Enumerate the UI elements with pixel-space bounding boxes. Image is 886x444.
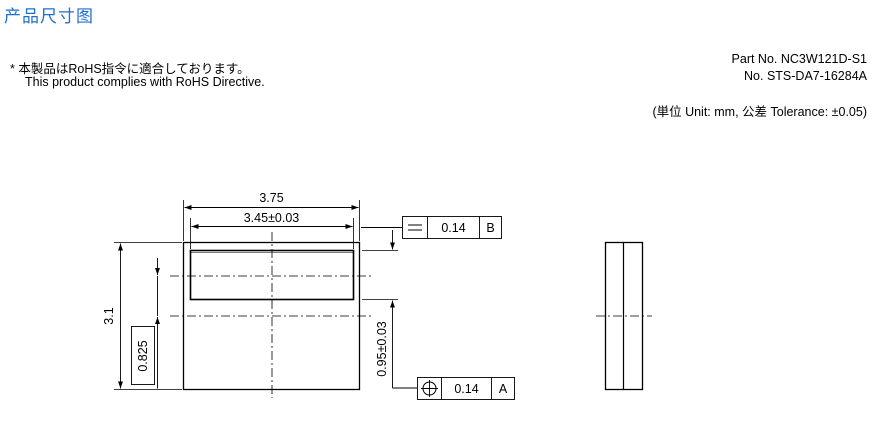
dim-offset-window: 0.825 [136,340,150,371]
parallelism-frame: 0.14 B [402,216,502,239]
dim-height-window: 0.95±0.03 [375,321,389,377]
rohs-note-english: This product complies with RoHS Directiv… [25,75,265,89]
position-frame: 0.14 A [417,377,515,400]
document-number: No. STS-DA7-16284A [744,69,867,83]
position-icon [421,380,438,397]
position-value: 0.14 [454,382,478,396]
dim-width-window: 3.45±0.03 [244,211,300,225]
rohs-note-japanese: * 本製品はRoHS指令に適合しております。 [10,62,250,76]
page-title: 产品尺寸图 [4,7,94,27]
parallelism-datum: B [486,221,494,235]
parallelism-icon [408,224,422,231]
parallelism-value: 0.14 [441,221,465,235]
basic-dimension-box [131,326,155,385]
units-tolerance-note: (単位 Unit: mm, 公差 Tolerance: ±0.05) [652,105,867,119]
part-number: Part No. NC3W121D-S1 [731,52,867,66]
dim-height-overall: 3.1 [102,307,116,324]
position-datum: A [499,382,508,396]
dim-width-overall: 3.75 [259,191,283,205]
